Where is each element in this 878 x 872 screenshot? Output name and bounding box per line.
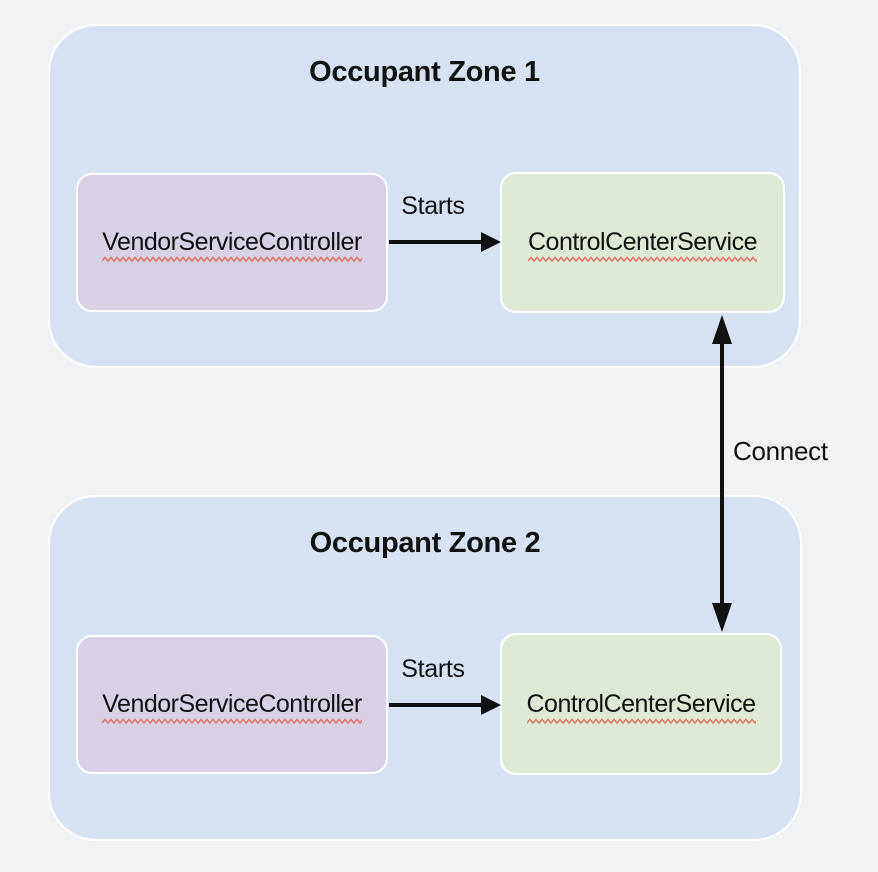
node-control-center-service-zone1: ControlCenterService	[500, 172, 785, 313]
zone-1-title: Occupant Zone 1	[309, 56, 540, 88]
spellcheck-squiggle	[102, 256, 362, 263]
spellcheck-squiggle	[528, 256, 757, 263]
node-label: VendorServiceController	[102, 228, 362, 263]
node-label-text: ControlCenterService	[528, 228, 758, 256]
edge-label-connect: Connect	[733, 436, 828, 466]
node-control-center-service-zone2: ControlCenterService	[500, 633, 782, 775]
node-label-text: VendorServiceController	[102, 228, 362, 256]
node-vendor-service-controller-zone2: VendorServiceController	[76, 635, 388, 774]
node-vendor-service-controller-zone1: VendorServiceController	[76, 173, 388, 312]
node-label: ControlCenterService	[526, 689, 757, 724]
zone-2-title: Occupant Zone 2	[309, 527, 541, 559]
node-label-text: VendorServiceController	[102, 690, 362, 718]
node-label-text: ControlCenterService	[526, 689, 757, 718]
spellcheck-squiggle	[102, 718, 362, 725]
edge-label-starts-zone1: Starts	[401, 192, 465, 220]
node-label: ControlCenterService	[528, 228, 758, 263]
edge-label-starts-zone2: Starts	[401, 655, 465, 683]
spellcheck-squiggle	[526, 717, 756, 724]
node-label: VendorServiceController	[102, 690, 362, 725]
